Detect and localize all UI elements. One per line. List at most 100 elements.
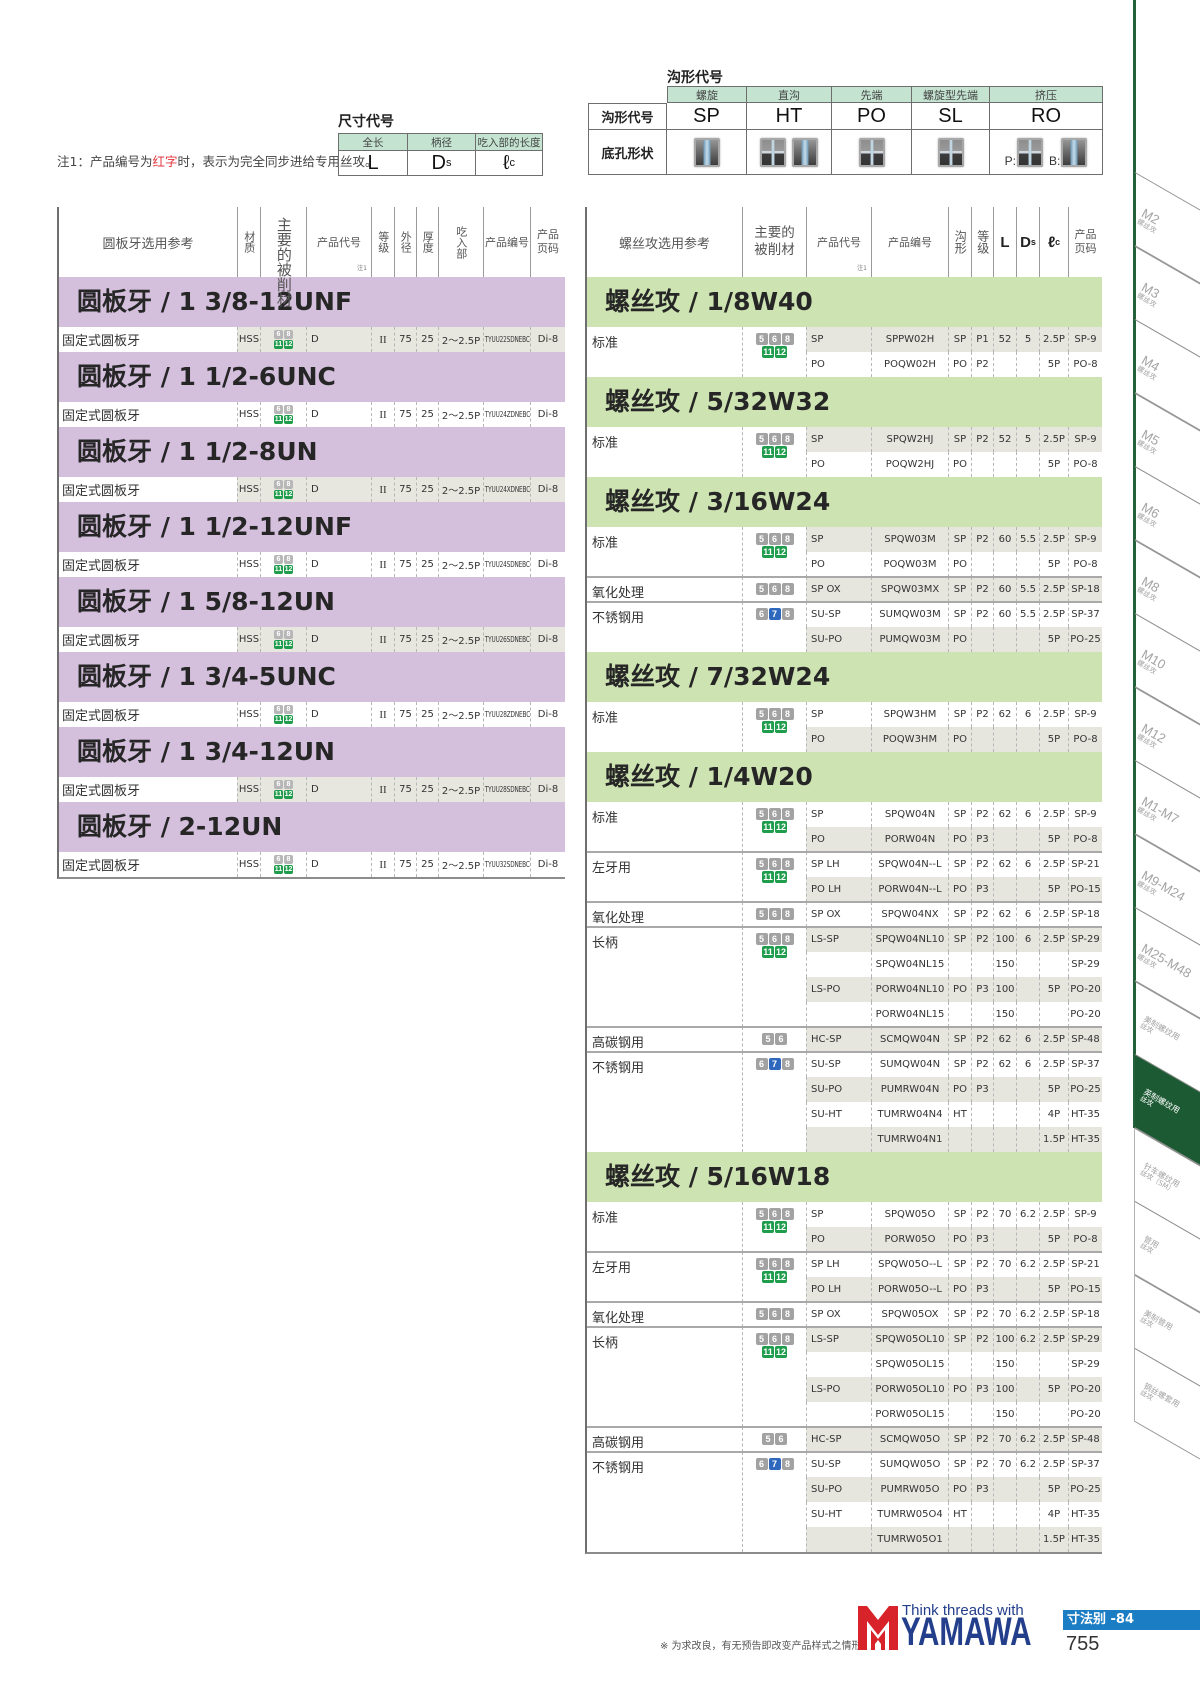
work-material-badge: 8 — [284, 780, 293, 789]
groove-type — [948, 1527, 971, 1552]
overall-length: 62 — [993, 702, 1016, 727]
chamfer-length: 5P — [1039, 727, 1068, 752]
grade: P2 — [971, 1452, 993, 1477]
work-material-badge: 11 — [761, 346, 774, 358]
thickness: 25 — [416, 777, 438, 802]
table-row: SP OX SPQW04NX SP P2 62 6 2.5P SP-18 — [806, 902, 1102, 927]
grade: P2 — [971, 702, 993, 727]
part-number: PORW04N--L — [871, 877, 948, 902]
chamfer-length: 5P — [1039, 352, 1068, 377]
work-material-badge: 12 — [774, 346, 787, 358]
grade — [971, 952, 993, 977]
tap-size-title: 螺丝攻 / 1/8W40 — [587, 277, 1102, 327]
chamfer-length: 2.5P — [1039, 902, 1068, 927]
grade: P2 — [971, 427, 993, 452]
groove-type: SP — [948, 1302, 971, 1327]
tap-size-title: 螺丝攻 / 5/32W32 — [587, 377, 1102, 427]
part-number: TUMRW05O1 — [871, 1527, 948, 1552]
part-number: SPQW05OL10 — [871, 1327, 948, 1352]
product-code: PO — [806, 827, 871, 852]
product-code: SP OX — [806, 577, 871, 602]
chamfer-length: 5P — [1039, 1277, 1068, 1302]
grade: P2 — [971, 1052, 993, 1077]
chamfer-length: 2.5P — [1039, 852, 1068, 877]
catalog-page: SP-29 — [1068, 1327, 1102, 1352]
product-code: D — [306, 627, 371, 652]
part-number: TYUU24SDNEBC — [484, 560, 530, 569]
product-code: LS-PO — [806, 977, 871, 1002]
die-size-title: 圆板牙 / 1 1/2-6UNC — [59, 352, 565, 402]
grade: P3 — [971, 1277, 993, 1302]
work-material-badge: 8 — [781, 333, 794, 345]
header-work-material: 主要的被削材 — [260, 207, 306, 307]
groove-type: PO — [948, 452, 971, 477]
sidebar-tab-label: M2 螺丝攻 — [1136, 205, 1165, 235]
shank-diameter — [1016, 1377, 1039, 1402]
catalog-page: PO-8 — [1068, 352, 1102, 377]
groove-type: SP — [948, 802, 971, 827]
product-code: HC-SP — [806, 1427, 871, 1452]
part-number-cell: TYUU24XDNEBC — [483, 477, 530, 502]
tap-rows: SP SPQW04N SP P2 62 6 2.5P SP-9 — [806, 802, 1102, 852]
part-number: POQW03M — [871, 552, 948, 577]
table-row: SU-SP SUMQW05O SP P2 70 6.2 2.5P SP-37 — [806, 1452, 1102, 1477]
grade: P3 — [971, 827, 993, 852]
overall-length — [993, 352, 1016, 377]
catalog-page: PO-8 — [1068, 727, 1102, 752]
sidebar-tab-label: 针车螺纹用 丝攻（SM） — [1138, 1161, 1181, 1196]
tap-rows: LS-SP SPQW04NL10 SP P2 100 6 2.5P SP-29 — [806, 927, 1102, 1027]
work-material-badge: 8 — [781, 808, 794, 820]
work-material-badge: 12 — [774, 546, 787, 558]
overall-length — [993, 1127, 1016, 1152]
brand-tagline: Think threads with — [902, 1602, 1024, 1619]
brand-name: YAMAWA — [901, 1610, 1032, 1654]
header-catalog-page: 产品 页码 — [530, 207, 565, 277]
catalog-page: SP-29 — [1068, 952, 1102, 977]
work-material-badge: 6 — [755, 608, 768, 620]
die-size-title: 圆板牙 / 1 5/8-12UN — [59, 577, 565, 627]
outer-diameter: 75 — [394, 327, 416, 352]
sidebar-tab-label: M6 螺丝攻 — [1136, 499, 1165, 529]
grade: P3 — [971, 1477, 993, 1502]
shank-diameter — [1016, 552, 1039, 577]
note-red-highlight: 红字 — [152, 154, 178, 169]
groove-type: SP — [948, 1027, 971, 1052]
tap-size-title: 螺丝攻 / 3/16W24 — [587, 477, 1102, 527]
part-number-cell: TYUU28ZDNEBC — [483, 702, 530, 727]
part-number-cell: TYUU32SDNEBC — [483, 852, 530, 877]
tap-size-title: 螺丝攻 / 5/16W18 — [587, 1152, 1102, 1202]
product-code: PO — [806, 1227, 871, 1252]
product-code: PO — [806, 452, 871, 477]
header-chamfer-label: 吃入部 — [454, 225, 468, 259]
work-material-badge: 6 — [768, 908, 781, 920]
groove-type: PO — [948, 1277, 971, 1302]
shank-diameter — [1016, 1077, 1039, 1102]
symbol-sub: c — [509, 157, 515, 169]
part-number: SPQW05O--L — [871, 1252, 948, 1277]
die-type: 固定式圆板牙 — [62, 784, 141, 799]
product-code: D — [306, 852, 371, 877]
hole-prefix: P: — [1004, 153, 1016, 168]
groove-type: PO — [948, 1077, 971, 1102]
work-material-badge: 6 — [775, 1433, 787, 1445]
table-row: SU-SP SUMQW04N SP P2 62 6 2.5P SP-37 — [806, 1052, 1102, 1077]
through-hole-icon — [1017, 137, 1043, 167]
grade: P3 — [971, 1077, 993, 1102]
header-groove: 沟形 — [948, 207, 971, 277]
material: HSS — [237, 477, 260, 502]
header-catalog-page-label: 产品 页码 — [537, 228, 559, 255]
work-material-badge: 6 — [768, 333, 781, 345]
